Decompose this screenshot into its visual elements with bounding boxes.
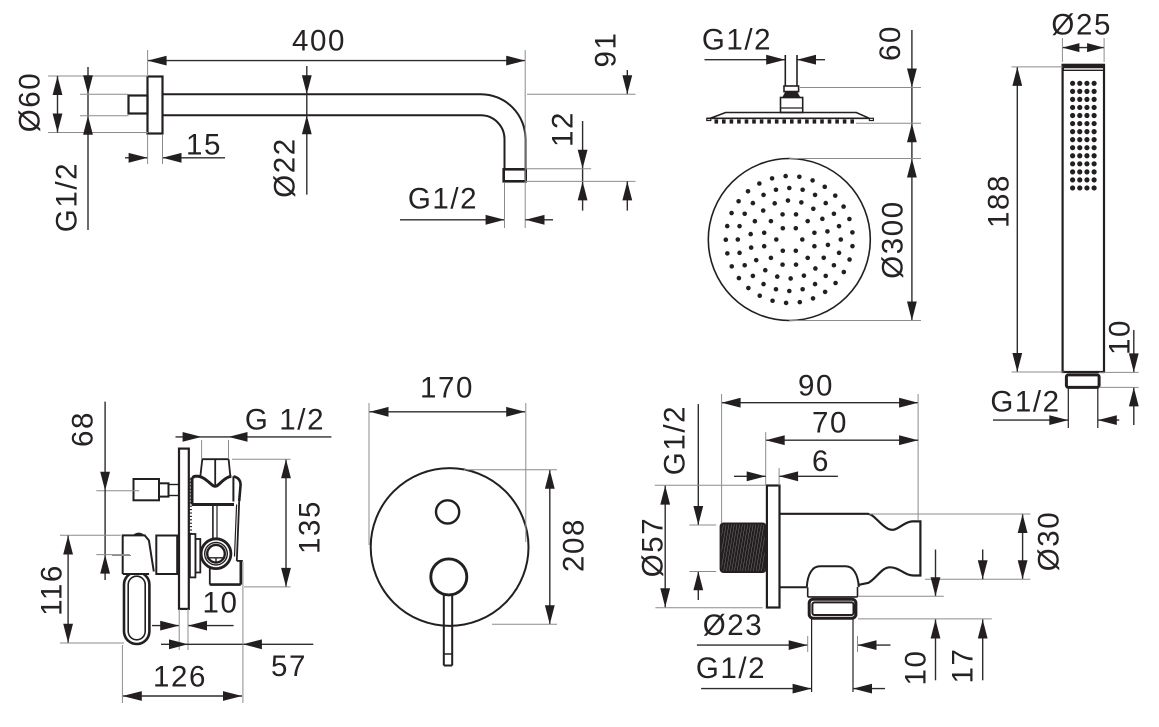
svg-text:G1/2: G1/2 [51, 162, 84, 232]
svg-text:208: 208 [558, 518, 591, 572]
svg-text:70: 70 [812, 407, 848, 440]
svg-text:10: 10 [900, 649, 933, 685]
svg-text:57: 57 [271, 650, 307, 683]
svg-text:170: 170 [420, 372, 474, 405]
svg-text:126: 126 [153, 661, 207, 694]
svg-text:17: 17 [947, 647, 980, 683]
svg-text:G1/2: G1/2 [408, 183, 478, 216]
svg-text:12: 12 [547, 111, 580, 147]
svg-text:G1/2: G1/2 [696, 652, 766, 685]
svg-text:135: 135 [294, 500, 327, 554]
svg-text:Ø57: Ø57 [637, 517, 670, 578]
svg-text:G1/2: G1/2 [990, 386, 1060, 419]
svg-text:Ø30: Ø30 [1033, 511, 1066, 572]
svg-text:Ø25: Ø25 [1051, 9, 1112, 42]
svg-text:G 1/2: G 1/2 [245, 404, 325, 437]
svg-text:Ø23: Ø23 [703, 609, 764, 642]
svg-text:60: 60 [874, 25, 907, 61]
svg-text:188: 188 [983, 174, 1016, 228]
svg-text:400: 400 [292, 25, 346, 58]
svg-text:Ø300: Ø300 [877, 200, 910, 279]
svg-text:116: 116 [36, 564, 69, 616]
svg-text:10: 10 [1104, 319, 1137, 355]
svg-text:15: 15 [186, 129, 222, 162]
svg-text:6: 6 [812, 445, 830, 478]
svg-text:G1/2: G1/2 [702, 24, 772, 57]
svg-text:Ø22: Ø22 [269, 137, 302, 198]
svg-text:G1/2: G1/2 [659, 405, 692, 475]
svg-text:Ø60: Ø60 [14, 72, 47, 133]
svg-text:90: 90 [798, 370, 834, 403]
svg-text:68: 68 [67, 411, 100, 447]
svg-text:91: 91 [590, 31, 623, 67]
svg-text:10: 10 [202, 587, 238, 620]
